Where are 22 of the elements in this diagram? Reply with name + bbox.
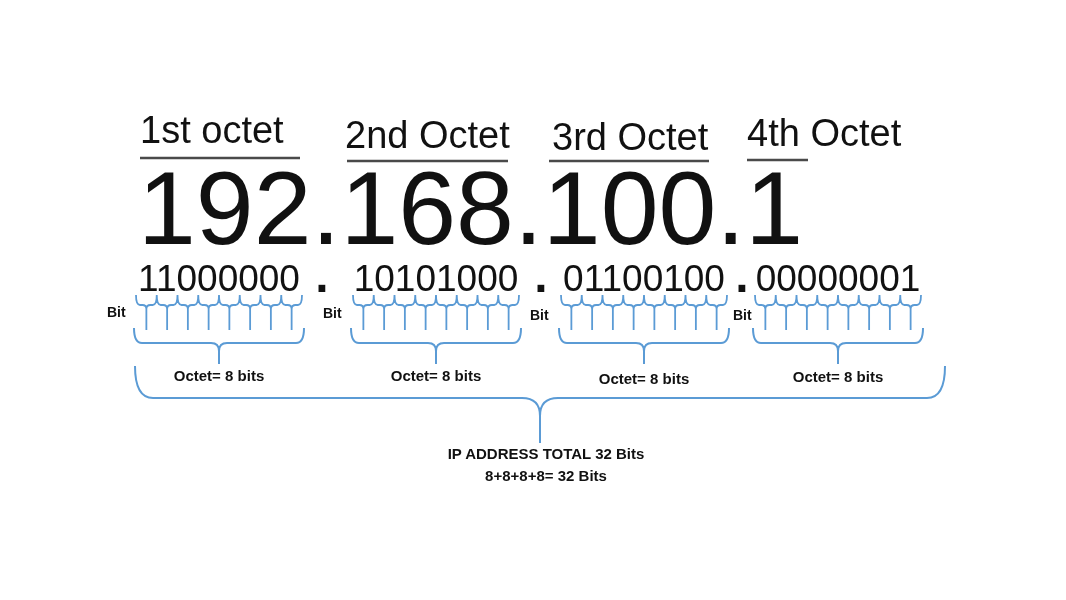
octet-size-label: Octet= 8 bits [598,371,690,387]
ip-address: 192.168.100.1 [138,167,804,251]
binary-octet: 10101000 [353,259,519,297]
binary-octet: 00000001 [755,259,921,297]
octet-heading: 4th Octet [747,113,902,152]
octet-heading: 3rd Octet [552,117,709,156]
separator-dot: . [735,258,749,293]
octet-size-label: Octet= 8 bits [173,368,265,384]
octet-heading: 2nd Octet [345,115,510,154]
binary-octet: 11000000 [138,259,300,297]
total-bits-label: IP ADDRESS TOTAL 32 Bits [447,446,645,462]
octet-size-label: Octet= 8 bits [390,368,482,384]
bit-label: Bit [107,305,126,320]
octet-size-label: Octet= 8 bits [792,369,884,385]
octet-heading: 1st octet [140,110,284,149]
binary-octet: 01100100 [563,259,725,297]
bit-label: Bit [530,308,549,323]
separator-dot: . [315,258,329,293]
bit-label: Bit [323,306,342,321]
bit-label: Bit [733,308,752,323]
bit-sum-label: 8+8+8+8= 32 Bits [485,468,607,484]
separator-dot: . [534,258,548,293]
